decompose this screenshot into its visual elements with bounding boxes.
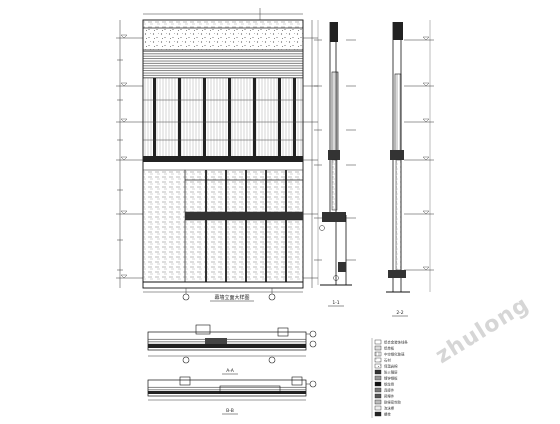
mullion	[265, 170, 267, 282]
legend-entry: 保温岩棉	[384, 364, 398, 369]
section-1-1-level-ticks	[314, 39, 356, 261]
legend-entry: 防火隔层	[384, 370, 398, 375]
section-2-2-level-ticks	[404, 36, 434, 271]
main-title: 幕墙立面大样图	[214, 294, 249, 301]
legend-entry: 预埋件	[384, 394, 395, 399]
plan-a-a: A-A	[147, 324, 317, 375]
legend-entry: 连接件	[384, 388, 395, 393]
plan-a-a-label: A-A	[226, 368, 235, 374]
section-1-1-parapet	[330, 22, 338, 42]
mullion	[228, 78, 231, 158]
section-2-2-parapet	[393, 22, 403, 40]
mullion	[225, 170, 227, 282]
upper-glazing	[143, 78, 303, 158]
legend-entry: 铝单板	[384, 346, 395, 351]
section-2-2: 2-2	[386, 20, 434, 317]
legend-entry: 螺栓	[384, 412, 391, 417]
mullion	[278, 78, 281, 158]
legend-swatch	[374, 381, 382, 387]
legend-swatch	[374, 357, 382, 363]
legend-swatch	[374, 387, 382, 393]
lower-glazing-lower	[184, 219, 304, 283]
legend-entry: 泡沫棒	[384, 406, 395, 411]
mullions-lower	[185, 170, 303, 282]
legend-entry: 中空钢化玻璃	[384, 352, 405, 357]
legend-swatch	[374, 345, 382, 351]
level-marks-right	[303, 37, 318, 279]
legend-swatch	[374, 411, 382, 417]
legend-swatch	[374, 339, 382, 345]
mullion	[293, 78, 296, 158]
stone-cladding-band	[142, 27, 304, 51]
section-1-1-floor-slab	[322, 212, 346, 222]
mullions-upper	[143, 78, 303, 158]
plan-b-b-label: B-B	[226, 408, 234, 414]
legend-swatch	[374, 375, 382, 381]
legend-swatch	[374, 351, 382, 357]
axis-marker-2	[268, 288, 276, 301]
legend-entry: 铝合金装饰线条	[384, 340, 408, 345]
legend-swatch	[374, 363, 382, 369]
mullion	[253, 78, 256, 158]
mullion	[203, 78, 206, 158]
level-marks-left	[116, 34, 143, 279]
section-1-1-label: 1-1	[332, 300, 339, 306]
plan-b-b: B-B	[147, 376, 317, 415]
mullion	[153, 78, 156, 158]
transom-band	[185, 212, 303, 220]
mullion	[178, 78, 181, 158]
spandrel-band	[143, 156, 303, 162]
main-elevation: 幕墙立面大样图	[116, 8, 318, 302]
legend-swatch	[374, 399, 382, 405]
left-stone-panel	[142, 169, 186, 283]
mullion	[205, 170, 207, 282]
legend-entry: 耐候密封胶	[384, 400, 402, 405]
mullion	[245, 170, 247, 282]
axis-marker-1	[182, 288, 190, 301]
section-2-2-floor-slab	[388, 270, 406, 278]
legend-entry: 镀锌钢板	[384, 376, 398, 381]
parapet-band	[142, 19, 304, 29]
section-2-2-label: 2-2	[396, 310, 403, 316]
legend-entry: 石材	[384, 358, 391, 363]
mullion	[285, 170, 287, 282]
legend-swatch	[374, 369, 382, 375]
legend-swatch	[374, 393, 382, 399]
legend-swatch	[374, 405, 382, 411]
legend-entry: 钢龙骨	[384, 382, 395, 387]
section-1-1: 1-1	[314, 20, 356, 307]
louver-band	[142, 49, 304, 79]
material-legend: 铝合金装饰线条铝单板中空钢化玻璃石材保温岩棉防火隔层镀锌钢板钢龙骨连接件预埋件耐…	[371, 338, 408, 418]
